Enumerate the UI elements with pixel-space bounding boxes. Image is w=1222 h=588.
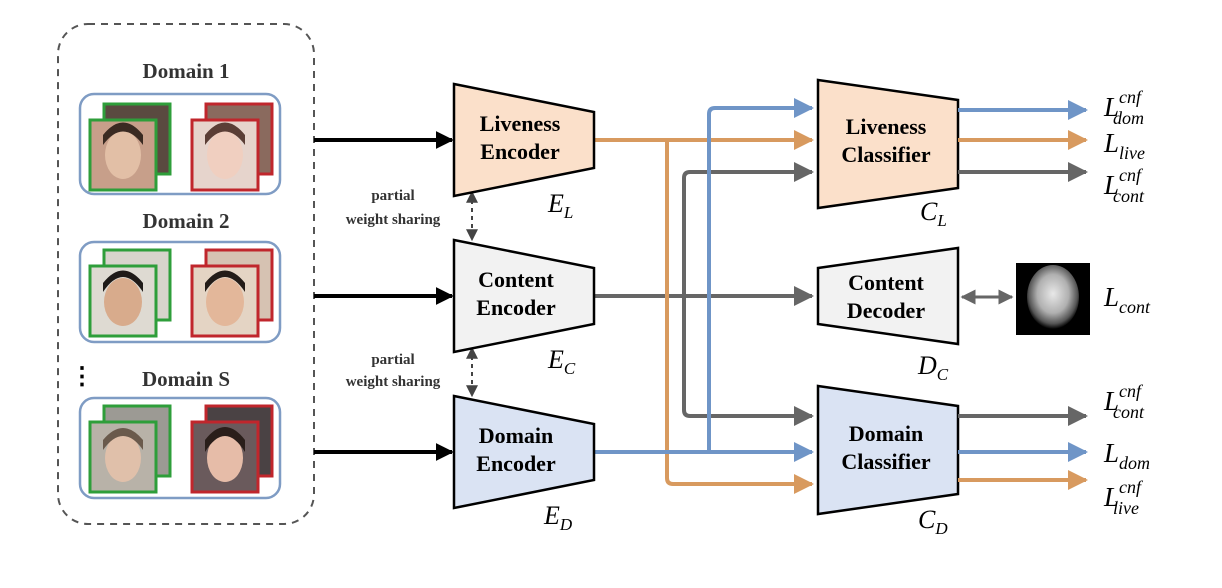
liveness-classifier <box>816 78 960 210</box>
domain-encoder-symbol: ED <box>543 501 573 534</box>
domains-container <box>57 23 315 525</box>
weight-sharing-top-line1: partial <box>371 188 414 204</box>
liveness-encoder-symbol: EL <box>547 189 573 222</box>
more-domains-ellipsis: ⋮ <box>70 364 94 390</box>
content-feature-to-domain-classifier <box>682 296 814 426</box>
content-decoder-label-line2: Decoder <box>847 298 925 323</box>
domain-encoder-label-line1: Domain <box>479 423 554 448</box>
domain-classifier <box>816 384 960 516</box>
domain-1-label: Domain 1 <box>143 59 230 83</box>
weight-sharing-bottom-line1: partial <box>371 352 414 368</box>
liveness-classifier-label-line1: Liveness <box>846 114 927 139</box>
content-encoder-symbol: EC <box>547 345 576 378</box>
liveness-encoder-label-line1: Liveness <box>480 111 561 136</box>
content-encoder-label-line2: Encoder <box>476 295 556 320</box>
domain-encoder <box>452 394 596 510</box>
domain-2-live-face <box>104 278 142 326</box>
domain-classifier-symbol: CD <box>918 505 948 538</box>
liveness-encoder <box>452 82 596 198</box>
weight-sharing-top-line2: weight sharing <box>346 212 441 228</box>
domain-s-live-face <box>105 434 141 482</box>
loss-live-top: Llive <box>1103 128 1145 163</box>
loss-dom-bottom: Ldom <box>1103 438 1150 473</box>
domain-classifier-label-line2: Classifier <box>841 449 930 474</box>
content-encoder <box>452 238 596 354</box>
domain-classifier-label-line1: Domain <box>849 421 924 446</box>
domain-1-live-face <box>105 131 141 179</box>
domain-2-spoof-face <box>206 278 244 326</box>
content-decoder <box>816 246 960 346</box>
domain-feature-to-liveness-classifier <box>707 98 814 452</box>
domain-encoder-label-line2: Encoder <box>476 451 556 476</box>
liveness-classifier-label-line2: Classifier <box>841 142 930 167</box>
content-decoder-label-line1: Content <box>848 270 924 295</box>
loss-cont-middle: Lcont <box>1103 282 1151 317</box>
liveness-encoder-label-line2: Encoder <box>480 139 560 164</box>
content-feature-to-liveness-classifier <box>682 162 814 296</box>
domain-s-spoof-face <box>207 434 243 482</box>
content-decoder-symbol: DC <box>917 351 949 384</box>
domain-1-spoof-face <box>207 131 243 179</box>
liveness-feature-to-domain-classifier <box>665 140 814 494</box>
domain-s-label: Domain S <box>142 367 230 391</box>
liveness-classifier-symbol: CL <box>920 197 947 230</box>
content-encoder-label-line1: Content <box>478 267 554 292</box>
weight-sharing-bottom-line2: weight sharing <box>346 374 441 390</box>
depth-map-face <box>1027 265 1079 329</box>
domain-2-label: Domain 2 <box>143 209 230 233</box>
